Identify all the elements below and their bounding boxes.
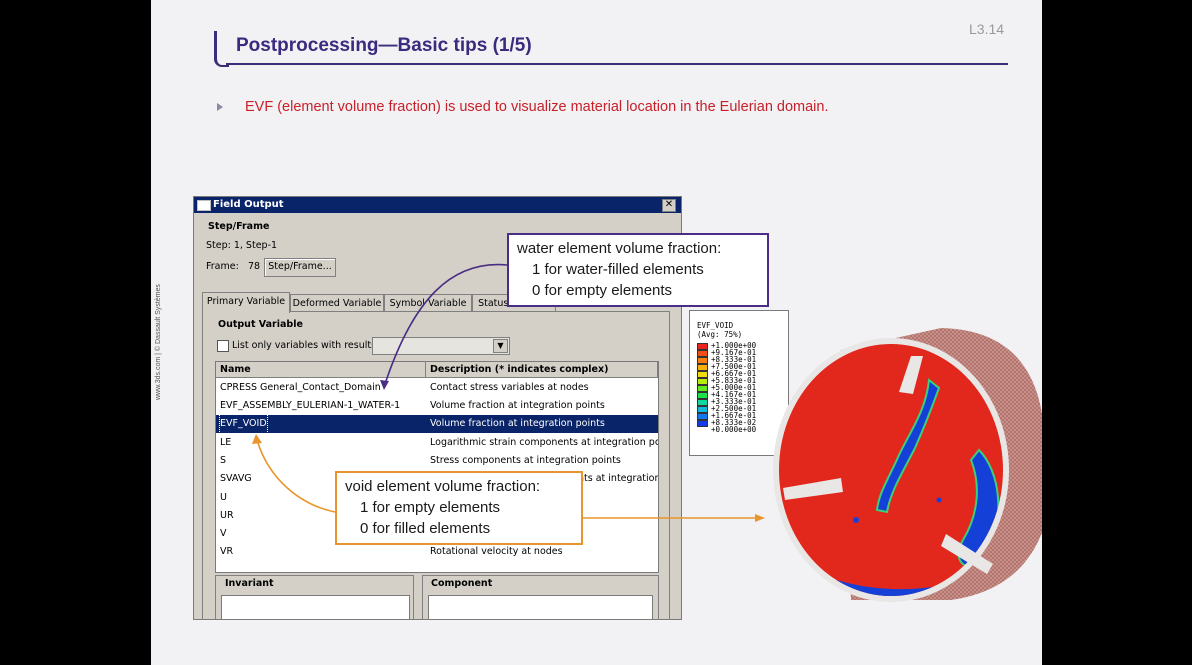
invariant-group: [215, 575, 414, 619]
callout-line: 0 for filled elements: [360, 520, 491, 537]
tab-primary-variable[interactable]: Primary Variable: [202, 292, 290, 313]
tab-symbol-variable[interactable]: Symbol Variable: [384, 294, 472, 312]
callout-line: 1 for water-filled elements: [532, 261, 704, 278]
output-variable-heading: Output Variable: [218, 319, 303, 330]
callout-line: void element volume fraction:: [345, 478, 541, 495]
callout-line: 1 for empty elements: [360, 499, 501, 516]
dialog-titlebar[interactable]: Field Output ✕: [194, 197, 681, 213]
legend-swatch: [697, 343, 708, 350]
legend-swatch: [697, 406, 708, 413]
dialog-title: Field Output: [213, 199, 284, 210]
contour-legend: EVF_VOID (Avg: 75%) +1.000e+00 +9.167e-0…: [689, 310, 789, 456]
component-list[interactable]: [428, 595, 653, 619]
legend-value: +4.167e-01: [711, 390, 757, 399]
invariant-list[interactable]: [221, 595, 410, 619]
variable-table: Name Description (* indicates complex) C…: [215, 361, 659, 573]
slot: [783, 478, 843, 500]
table-row[interactable]: V: [220, 528, 227, 539]
legend-value: +0.000e+00: [711, 425, 757, 434]
legend-value: +2.500e-01: [711, 404, 757, 413]
arrow-head: [380, 380, 389, 390]
legend-value: +8.333e-02: [711, 418, 757, 427]
frame-value: 78: [248, 261, 261, 272]
legend-value: +3.333e-01: [711, 397, 757, 406]
legend-swatch: [697, 364, 708, 371]
col-header-name[interactable]: Name: [216, 362, 426, 378]
component-heading: Component: [431, 578, 493, 589]
legend-swatch: [697, 399, 708, 406]
callout-line: 0 for empty elements: [532, 282, 673, 299]
legend-swatch: [697, 350, 708, 357]
window-icon: [197, 200, 211, 211]
close-icon[interactable]: ✕: [662, 199, 676, 212]
legend-swatch: [697, 413, 708, 420]
legend-swatch: [697, 420, 708, 427]
step-frame-heading: Step/Frame: [208, 221, 270, 232]
legend-value: +9.167e-01: [711, 348, 757, 357]
slot: [941, 534, 993, 574]
model-graphics: [252, 263, 1042, 602]
list-only-label: List only variables with results:: [232, 340, 380, 351]
void-callout-arrow: [256, 439, 336, 513]
callout-line: water element volume fraction:: [517, 240, 722, 257]
primary-variable-panel: [202, 311, 670, 619]
slide: L3.14 Postprocessing—Basic tips (1/5) EV…: [151, 0, 1042, 665]
legend-swatch: [697, 371, 708, 378]
legend-swatch: [697, 357, 708, 364]
arrow-head: [252, 434, 262, 444]
chevron-down-icon: ▼: [493, 339, 508, 353]
legend-value: +5.833e-01: [711, 376, 757, 385]
legend-value: +8.333e-01: [711, 355, 757, 364]
legend-swatch: [697, 392, 708, 399]
legend-swatch: [697, 385, 708, 392]
col-header-description[interactable]: Description (* indicates complex): [426, 362, 658, 378]
title-bracket: [214, 31, 229, 67]
legend-value: +1.000e+00: [711, 341, 757, 350]
legend-subtitle: (Avg: 75%): [697, 330, 743, 339]
step-text: Step: 1, Step-1: [206, 240, 278, 251]
table-row[interactable]: U: [220, 492, 227, 503]
slide-title: Postprocessing—Basic tips (1/5): [236, 35, 532, 56]
bullet-text: EVF (element volume fraction) is used to…: [245, 99, 829, 115]
legend-value: +5.000e-01: [711, 383, 757, 392]
title-rule: [226, 63, 1008, 65]
slide-number: L3.14: [969, 21, 1005, 37]
table-row[interactable]: UR: [220, 510, 234, 521]
list-only-select[interactable]: ▼: [372, 337, 510, 355]
water-callout-arrow: [384, 263, 508, 385]
void-evf-callout: void element volume fraction: 1 for empt…: [335, 471, 583, 545]
arrow-head: [755, 514, 765, 522]
slot: [899, 356, 923, 394]
component-group: [422, 575, 659, 619]
legend-value: +6.667e-01: [711, 369, 757, 378]
legend-value: +7.500e-01: [711, 362, 757, 371]
water-evf-callout: water element volume fraction: 1 for wat…: [507, 233, 769, 307]
step-frame-button[interactable]: Step/Frame...: [264, 258, 336, 277]
frame-label: Frame:: [206, 261, 239, 272]
legend-value: +1.667e-01: [711, 411, 757, 420]
bullet-arrow-icon: [217, 103, 223, 111]
tab-deformed-variable[interactable]: Deformed Variable: [290, 294, 384, 312]
legend-title: EVF_VOID: [697, 321, 734, 330]
list-only-checkbox[interactable]: [217, 340, 229, 352]
invariant-heading: Invariant: [225, 578, 274, 589]
legend-swatch: [697, 378, 708, 385]
